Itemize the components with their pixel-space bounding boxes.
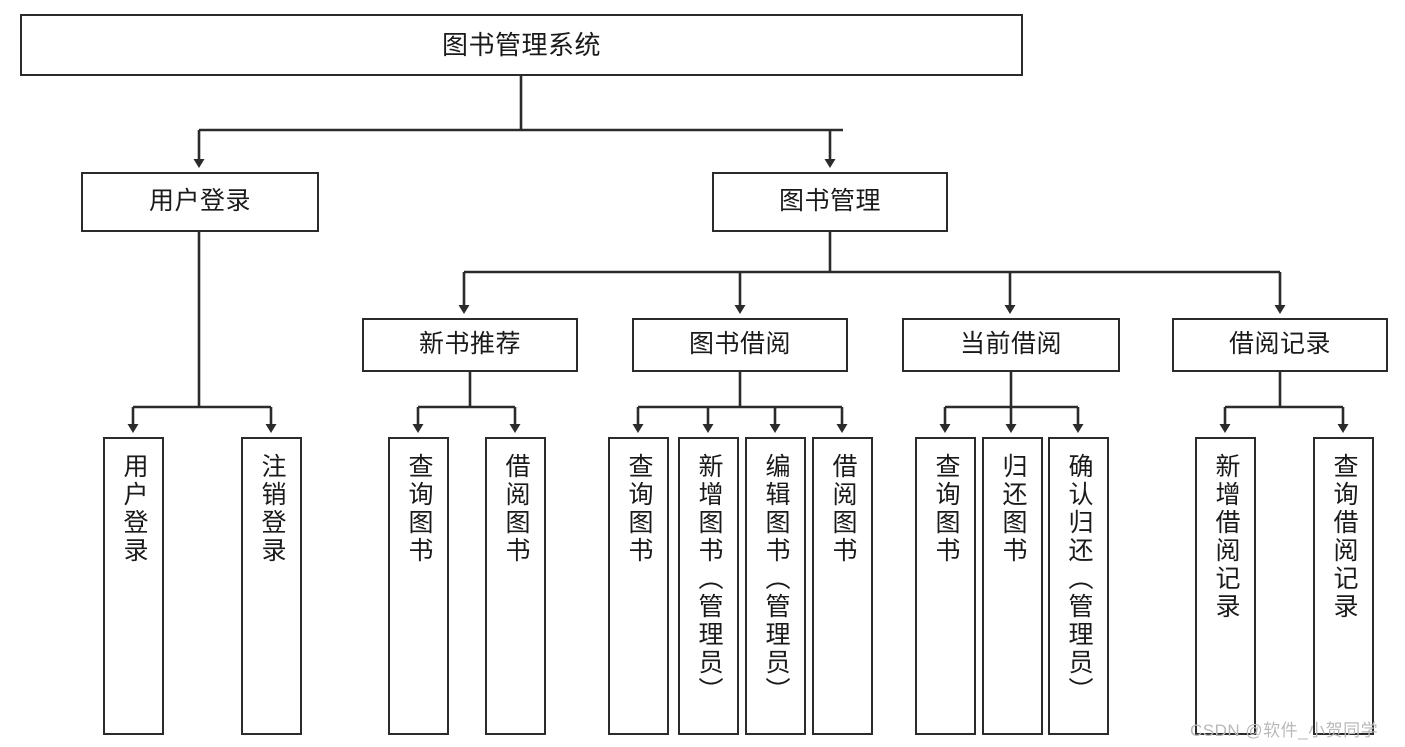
node-label: 用户登录 (120, 453, 148, 565)
node-label: 新增借阅记录 (1212, 453, 1240, 621)
node-label: 借阅记录 (1228, 330, 1331, 359)
node-label: 查询图书 (932, 453, 960, 565)
node-root-book-management-system[interactable]: 图书管理系统 (20, 14, 1023, 76)
node-label: 用户登录 (148, 187, 251, 216)
leaf-user-login-signin[interactable]: 用户登录 (103, 437, 164, 735)
node-label: 编辑图书（管理员） (762, 453, 790, 705)
node-new-book-recommend[interactable]: 新书推荐 (362, 318, 578, 372)
leaf-current-borrow-return-books[interactable]: 归还图书 (982, 437, 1043, 735)
leaf-user-login-signout[interactable]: 注销登录 (241, 437, 302, 735)
node-book-management[interactable]: 图书管理 (712, 172, 948, 232)
node-label: 图书借阅 (688, 330, 791, 359)
node-label: 新增图书（管理员） (695, 453, 723, 705)
leaf-book-borrow-edit-book-admin[interactable]: 编辑图书（管理员） (745, 437, 806, 735)
leaf-borrow-record-add-record[interactable]: 新增借阅记录 (1195, 437, 1256, 735)
node-label: 当前借阅 (959, 330, 1062, 359)
node-label: 图书管理系统 (441, 29, 601, 60)
node-label: 查询借阅记录 (1330, 453, 1358, 621)
leaf-book-borrow-query-books[interactable]: 查询图书 (608, 437, 669, 735)
node-label: 图书管理 (778, 187, 881, 216)
node-borrow-record[interactable]: 借阅记录 (1172, 318, 1388, 372)
leaf-current-borrow-confirm-return-admin[interactable]: 确认归还（管理员） (1048, 437, 1109, 735)
leaf-current-borrow-query-books[interactable]: 查询图书 (915, 437, 976, 735)
node-user-login[interactable]: 用户登录 (81, 172, 319, 232)
node-label: 借阅图书 (829, 453, 857, 565)
leaf-borrow-record-query-record[interactable]: 查询借阅记录 (1313, 437, 1374, 735)
node-label: 确认归还（管理员） (1065, 453, 1093, 705)
node-label: 查询图书 (405, 453, 433, 565)
leaf-new-book-query-books[interactable]: 查询图书 (388, 437, 449, 735)
node-label: 新书推荐 (418, 330, 521, 359)
node-current-borrow[interactable]: 当前借阅 (902, 318, 1120, 372)
leaf-book-borrow-add-book-admin[interactable]: 新增图书（管理员） (678, 437, 739, 735)
node-label: 借阅图书 (502, 453, 530, 565)
node-label: 注销登录 (258, 453, 286, 565)
node-book-borrow[interactable]: 图书借阅 (632, 318, 848, 372)
node-label: 查询图书 (625, 453, 653, 565)
csdn-watermark: CSDN @软件_小贺同学 (1190, 721, 1379, 740)
node-label: 归还图书 (999, 453, 1027, 565)
leaf-new-book-borrow-books[interactable]: 借阅图书 (485, 437, 546, 735)
leaf-book-borrow-borrow-books[interactable]: 借阅图书 (812, 437, 873, 735)
